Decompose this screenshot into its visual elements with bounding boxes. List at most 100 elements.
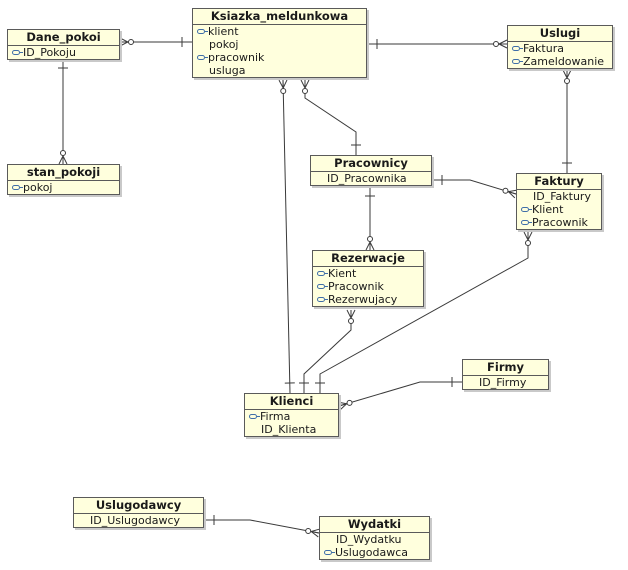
relation-pracownicy-rezerwacje <box>365 186 375 251</box>
foreign-key-icon <box>512 58 523 64</box>
entity-title: Faktury <box>517 174 601 190</box>
foreign-key-icon <box>317 296 328 302</box>
foreign-key-icon <box>512 45 523 51</box>
entity-attribute: usluga <box>193 64 366 77</box>
foreign-key-icon <box>197 28 208 34</box>
entity-attribute: klient <box>193 25 366 38</box>
entity-title: Uslugodawcy <box>74 498 203 514</box>
foreign-key-icon <box>324 549 335 555</box>
entity-title: Ksiazka_meldunkowa <box>193 9 366 25</box>
foreign-key-icon <box>12 184 23 190</box>
attribute-name: pokoj <box>209 38 239 51</box>
entity-dane-pokoi[interactable]: Dane_pokoi ID_Pokoju <box>7 29 120 60</box>
entity-attribute: ID_Pracownika <box>311 172 431 185</box>
entity-attribute: pokoj <box>193 38 366 51</box>
attribute-name: ID_Firmy <box>479 376 527 389</box>
foreign-key-icon <box>521 219 532 225</box>
relation-uslugi-faktury <box>562 69 572 173</box>
attribute-name: ID_Pokoju <box>23 46 76 59</box>
entity-attribute: pracownik <box>193 51 366 64</box>
entity-attribute: Pracownik <box>517 216 601 229</box>
relation-faktury-klienci <box>315 231 533 393</box>
foreign-key-icon <box>197 54 208 60</box>
entity-attribute: ID_Pokoju <box>8 46 119 59</box>
attribute-name: ID_Faktury <box>533 190 591 203</box>
attribute-name: Klient <box>532 203 564 216</box>
attribute-name: Kient <box>328 267 357 280</box>
attribute-name: Rezerwujacy <box>328 293 398 306</box>
attribute-list: ID_Firmy <box>463 376 548 389</box>
relation-dane-pokoi-stan <box>58 58 68 165</box>
entity-firmy[interactable]: Firmy ID_Firmy <box>462 359 549 390</box>
entity-attribute: Rezerwujacy <box>313 293 423 306</box>
entity-title: Dane_pokoi <box>8 30 119 46</box>
entity-attribute: ID_Faktury <box>517 190 601 203</box>
entity-attribute: ID_Wydatku <box>320 533 429 546</box>
foreign-key-icon <box>317 283 328 289</box>
entity-title: Klienci <box>245 394 338 410</box>
entity-attribute: Klient <box>517 203 601 216</box>
entity-attribute: ID_Uslugodawcy <box>74 514 203 527</box>
relation-dane-pokoi-ksiazka <box>119 37 192 47</box>
foreign-key-icon <box>521 206 532 212</box>
attribute-name: pokoj <box>23 181 53 194</box>
attribute-name: Pracownik <box>328 280 384 293</box>
relation-ksiazka-klienci <box>278 79 295 394</box>
entity-pracownicy[interactable]: Pracownicy ID_Pracownika <box>310 155 432 186</box>
attribute-name: Pracownik <box>532 216 588 229</box>
attribute-name: Firma <box>260 410 291 423</box>
attribute-name: klient <box>208 25 239 38</box>
entity-attribute: Faktura <box>508 42 612 55</box>
entity-attribute: Kient <box>313 267 423 280</box>
entity-title: stan_pokoji <box>8 165 119 181</box>
relation-firmy-klienci <box>337 377 462 411</box>
attribute-name: ID_Uslugodawcy <box>90 514 181 527</box>
attribute-name: usluga <box>209 64 246 77</box>
entity-stan-pokoji[interactable]: stan_pokoji pokoj <box>7 164 120 195</box>
entity-attribute: ID_Firmy <box>463 376 548 389</box>
attribute-name: Zameldowanie <box>523 55 605 68</box>
foreign-key-icon <box>12 49 23 55</box>
relation-pracownicy-faktury <box>432 175 518 199</box>
entity-uslugodawcy[interactable]: Uslugodawcy ID_Uslugodawcy <box>73 497 204 528</box>
entity-attribute: ID_Klienta <box>245 423 338 436</box>
entity-title: Wydatki <box>320 517 429 533</box>
attribute-name: ID_Wydatku <box>336 533 402 546</box>
attribute-list: ID_Pracownika <box>311 172 431 185</box>
entity-title: Firmy <box>463 360 548 376</box>
attribute-name: ID_Klienta <box>261 423 317 436</box>
attribute-name: Faktura <box>523 42 564 55</box>
relation-rezerwacje-klienci <box>299 309 356 393</box>
entity-attribute: Firma <box>245 410 338 423</box>
attribute-name: pracownik <box>208 51 265 64</box>
relation-uslugodawcy-wydatki <box>204 515 320 538</box>
entity-attribute: pokoj <box>8 181 119 194</box>
entity-attribute: Pracownik <box>313 280 423 293</box>
foreign-key-icon <box>249 413 260 419</box>
attribute-list: ID_Pokoju <box>8 46 119 59</box>
relation-ksiazka-pracownicy <box>300 79 361 155</box>
entity-attribute: Zameldowanie <box>508 55 612 68</box>
attribute-name: ID_Pracownika <box>327 172 407 185</box>
attribute-list: pokoj <box>8 181 119 194</box>
attribute-list: ID_Uslugodawcy <box>74 514 203 527</box>
attribute-name: Uslugodawca <box>335 546 409 559</box>
entity-title: Uslugi <box>508 26 612 42</box>
foreign-key-icon <box>317 270 328 276</box>
entity-attribute: Uslugodawca <box>320 546 429 559</box>
entity-title: Rezerwacje <box>313 251 423 267</box>
relation-ksiazka-uslugi <box>367 39 508 49</box>
